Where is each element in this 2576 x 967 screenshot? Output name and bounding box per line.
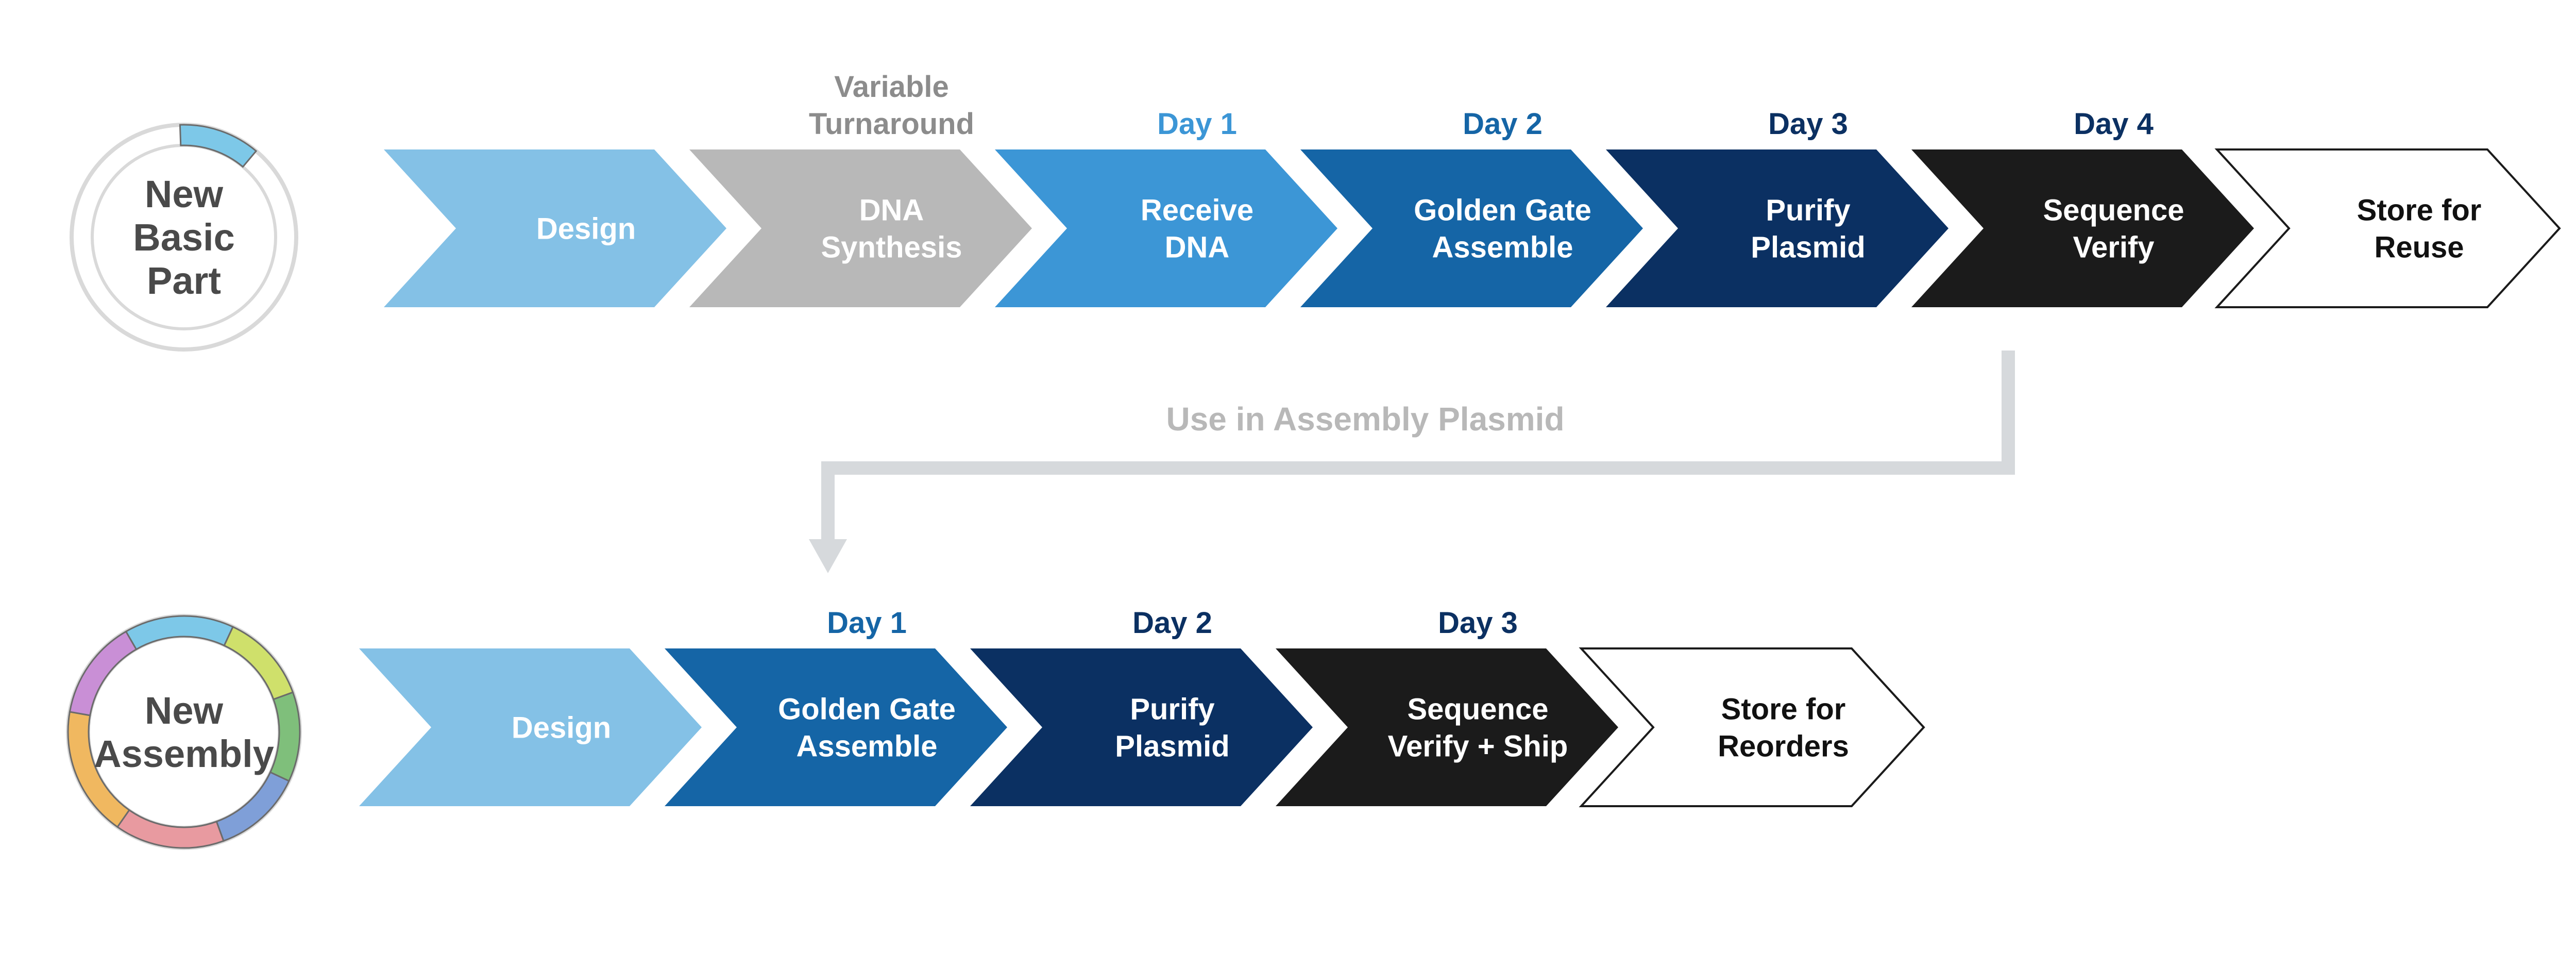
- basic_part-day-label: Day 3: [1768, 107, 1848, 141]
- connector-label: Use in Assembly Plasmid: [1166, 401, 1564, 438]
- basic_part-chevron-1: [689, 149, 1032, 307]
- basic_part-day-label: Day 2: [1463, 107, 1543, 141]
- basic-part-title-line: New: [145, 173, 224, 215]
- assembly-title-line: New: [145, 689, 224, 732]
- assembly-step-label: Assemble: [796, 729, 937, 763]
- basic_part-step-label: DNA: [1165, 230, 1230, 264]
- assembly-chevron-1: [665, 648, 1007, 806]
- basic_part-day-label: Turnaround: [809, 107, 974, 141]
- assembly-day-label: Day 1: [827, 606, 907, 640]
- basic-part-workflow-row: DesignDNASynthesisVariableTurnaroundRece…: [384, 70, 2561, 308]
- assembly-step-label: Plasmid: [1115, 729, 1229, 763]
- basic_part-chevron-5: [1911, 149, 2254, 307]
- basic_part-step-0: Design: [384, 149, 726, 307]
- basic-part-title-line: Basic: [133, 216, 234, 259]
- basic_part-day-label: Day 1: [1157, 107, 1237, 141]
- basic_part-step-label: Store for: [2357, 193, 2482, 227]
- assembly-chevron-3: [1276, 648, 1618, 806]
- connector-arrow-head: [809, 539, 847, 573]
- assembly-step-label: Store for: [1721, 692, 1846, 726]
- assembly-chevron-2: [970, 648, 1313, 806]
- basic-part-title-line: Part: [147, 259, 221, 302]
- basic_part-chevron-3: [1300, 149, 1643, 307]
- basic_part-chevron-6: [2214, 148, 2561, 308]
- basic-part-plasmid-icon: [70, 123, 298, 352]
- basic_part-step-label: Synthesis: [821, 230, 962, 264]
- assembly-step-0: Design: [359, 648, 702, 806]
- assembly-plasmid-icon: [66, 614, 302, 850]
- basic_part-step-label: Plasmid: [1751, 230, 1865, 264]
- assembly-day-label: Day 3: [1438, 606, 1518, 640]
- assembly-step-label: Golden Gate: [778, 692, 956, 726]
- assembly-title-line: Assembly: [94, 732, 274, 775]
- assembly-day-label: Day 2: [1132, 606, 1212, 640]
- connector-arrow-line: [821, 351, 2015, 542]
- basic_part-day-label: Variable: [834, 70, 948, 104]
- basic_part-step-label: Reuse: [2374, 230, 2464, 264]
- basic_part-step-label: Design: [536, 212, 636, 245]
- basic_part-step-label: Sequence: [2043, 193, 2184, 227]
- basic_part-step-label: Receive: [1141, 193, 1253, 227]
- assembly-step-label: Sequence: [1408, 692, 1549, 726]
- plasmid-segment: [69, 630, 138, 716]
- plasmid-segment: [179, 124, 258, 168]
- basic_part-step-label: DNA: [859, 193, 924, 227]
- assembly-step-label: Verify + Ship: [1388, 729, 1568, 763]
- basic_part-chevron-2: [995, 149, 1337, 307]
- basic_part-day-label: Day 4: [2074, 107, 2154, 141]
- basic_part-chevron-0: [384, 149, 726, 307]
- assembly-chevron-0: [359, 648, 702, 806]
- assembly-chevron-4: [1579, 647, 1925, 807]
- assembly-step-label: Reorders: [1718, 729, 1849, 763]
- assembly-step-label: Purify: [1130, 692, 1214, 726]
- basic_part-step-label: Verify: [2073, 230, 2155, 264]
- basic_part-step-label: Golden Gate: [1414, 193, 1591, 227]
- assembly-step-label: Design: [512, 711, 611, 744]
- basic_part-step-label: Purify: [1766, 193, 1850, 227]
- basic_part-chevron-4: [1606, 149, 1948, 307]
- basic_part-step-label: Assemble: [1432, 230, 1573, 264]
